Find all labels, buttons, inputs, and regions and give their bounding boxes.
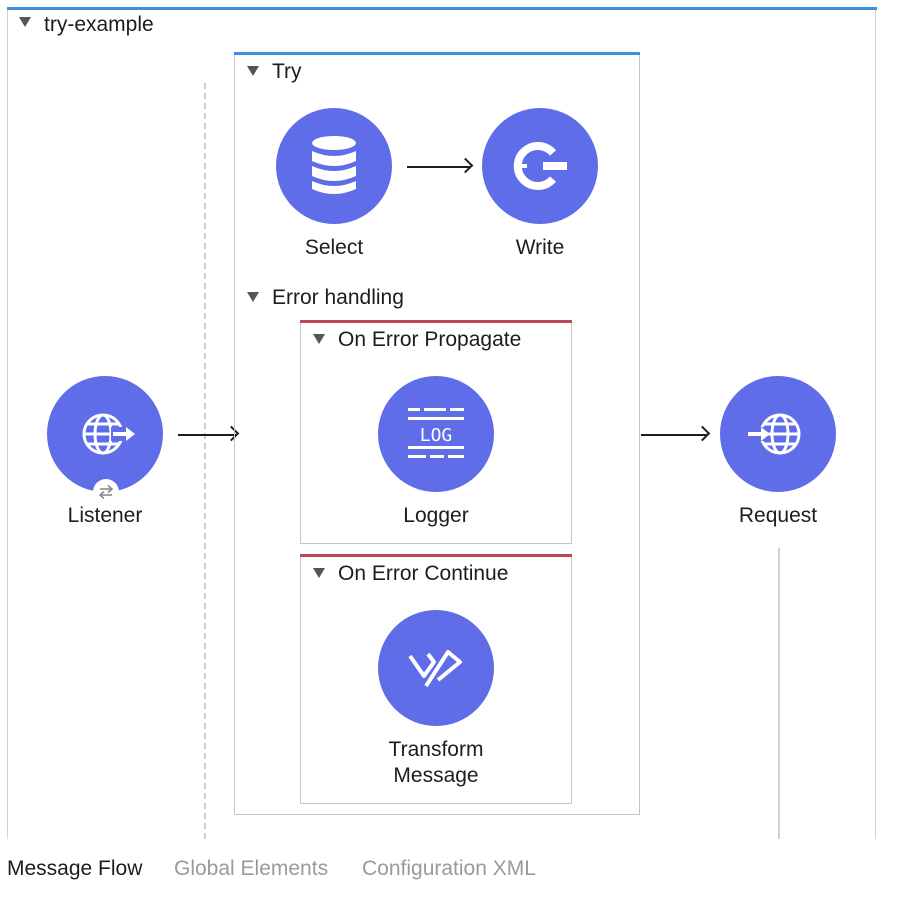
error-handling-label: Error handling [272, 286, 404, 309]
tab-configuration-xml[interactable]: Configuration XML [362, 857, 536, 880]
source-separator [204, 83, 206, 839]
flow-arrow [407, 166, 470, 168]
logger-component[interactable]: LOG [378, 376, 494, 492]
listener-label: Listener [67, 504, 143, 527]
on-error-continue-header-bar [300, 554, 572, 557]
request-label: Request [738, 504, 818, 527]
http-request-globe-icon [746, 413, 801, 455]
on-error-propagate-label: On Error Propagate [338, 328, 522, 351]
transform-message-label-line2: Message [393, 764, 479, 787]
logger-label: Logger [403, 504, 469, 527]
on-error-propagate-header-bar [300, 320, 572, 323]
tab-message-flow[interactable]: Message Flow [7, 857, 143, 880]
transfer-badge-icon [93, 479, 119, 505]
dataweave-icon [408, 650, 462, 688]
write-label: Write [515, 236, 565, 259]
on-error-continue-collapse-toggle-icon[interactable] [313, 568, 325, 578]
svg-text:LOG: LOG [420, 425, 453, 446]
flow-canvas [7, 7, 876, 839]
request-lifeline [778, 548, 780, 839]
select-label: Select [304, 236, 364, 259]
transform-message-label-line1: Transform [388, 738, 484, 761]
try-scope-label: Try [272, 60, 302, 83]
on-error-continue-label: On Error Continue [338, 562, 509, 585]
http-listener-globe-icon [82, 413, 137, 455]
listener-component[interactable] [47, 376, 163, 492]
try-collapse-toggle-icon[interactable] [247, 66, 259, 76]
log-icon: LOG [408, 408, 464, 458]
flow-header-bar [7, 7, 877, 10]
on-error-propagate-collapse-toggle-icon[interactable] [313, 334, 325, 344]
error-handling-collapse-toggle-icon[interactable] [247, 292, 259, 302]
flow-name: try-example [44, 13, 154, 36]
try-scope-header-bar [234, 52, 640, 55]
request-component[interactable] [720, 376, 836, 492]
flow-arrow [641, 434, 707, 436]
connector-write-icon [513, 142, 567, 190]
write-component[interactable] [482, 108, 598, 224]
flow-collapse-toggle-icon[interactable] [19, 17, 31, 27]
select-component[interactable] [276, 108, 392, 224]
flow-arrow [178, 434, 236, 436]
database-icon [312, 136, 356, 194]
transform-message-component[interactable] [378, 610, 494, 726]
tab-global-elements[interactable]: Global Elements [174, 857, 329, 880]
